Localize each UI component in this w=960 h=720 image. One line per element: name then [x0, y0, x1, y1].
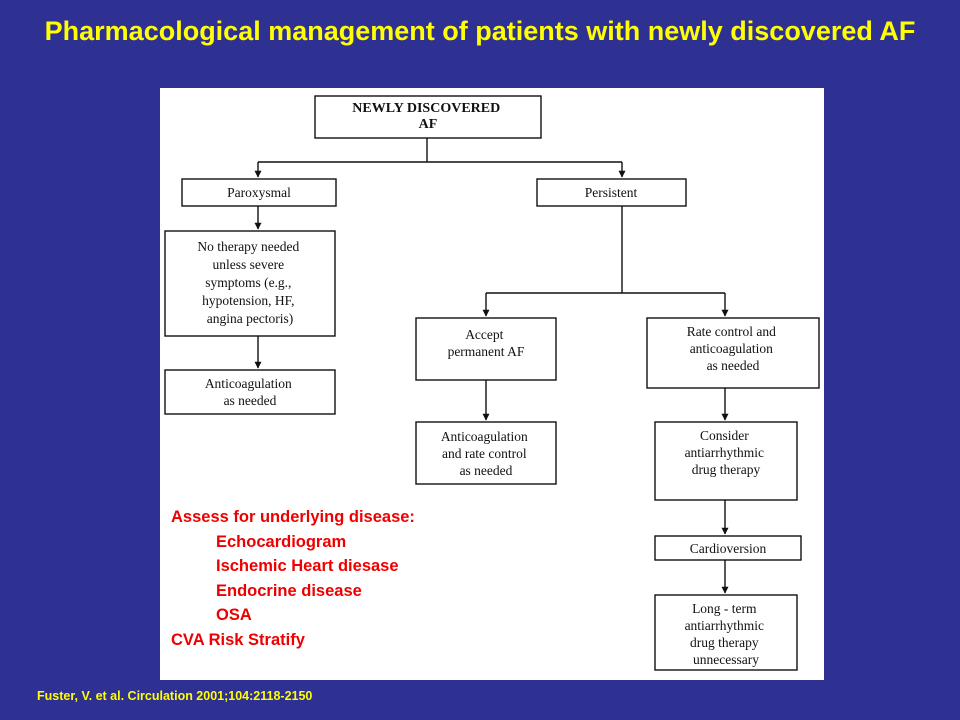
assess-underlying-disease-list: Assess for underlying disease: Echocardi…	[171, 505, 415, 652]
node-anticoag-rate-box	[415, 421, 557, 485]
node-paroxysmal-box	[181, 178, 337, 207]
node-no-therapy-box	[164, 230, 336, 337]
assess-heading: Assess for underlying disease:	[171, 508, 415, 526]
node-accept-permanent-box	[415, 317, 557, 381]
node-rate-control-label: Rate control and anticoagulation as need…	[687, 324, 780, 373]
node-cardioversion-box	[654, 535, 802, 561]
node-parox-anticoag-label: Anticoagulation as needed	[205, 376, 295, 408]
assess-item-echocardiogram: Echocardiogram	[216, 532, 347, 551]
flowchart-panel: NEWLY DISCOVERED AF Paroxysmal Persisten…	[160, 88, 824, 680]
connector-lines	[254, 138, 729, 594]
node-no-therapy-label: No therapy needed unless severe symptoms…	[197, 239, 302, 326]
node-newly-discovered-box	[314, 95, 542, 139]
node-anticoag-rate-label: Anticoagulation and rate control as need…	[441, 429, 531, 478]
node-newly-discovered-label: NEWLY DISCOVERED AF	[352, 101, 503, 132]
node-cardioversion-label: Cardioversion	[690, 541, 767, 556]
node-parox-anticoag-box	[164, 369, 336, 415]
node-paroxysmal-label: Paroxysmal	[227, 185, 291, 200]
node-long-term-label: Long - term antiarrhythmic drug therapy …	[685, 601, 768, 667]
node-long-term-box	[654, 594, 798, 671]
node-rate-control-box	[646, 317, 820, 389]
node-persistent-box	[536, 178, 687, 207]
node-persistent-label: Persistent	[585, 185, 638, 200]
node-accept-permanent-label: Accept permanent AF	[448, 327, 525, 359]
citation-reference: Fuster, V. et al. Circulation 2001;104:2…	[37, 689, 313, 703]
assess-item-ischemic-heart-disease: Ischemic Heart diesase	[216, 557, 399, 575]
flowchart-diagram: NEWLY DISCOVERED AF Paroxysmal Persisten…	[164, 95, 820, 671]
slide-title: Pharmacological management of patients w…	[44, 16, 916, 46]
node-consider-aad-box	[654, 421, 798, 501]
node-boxes	[164, 95, 820, 671]
node-consider-aad-label: Consider antiarrhythmic drug therapy	[685, 428, 768, 477]
assess-item-endocrine-disease: Endocrine disease	[216, 581, 362, 600]
cva-risk-stratify: CVA Risk Stratify	[171, 630, 305, 649]
assess-item-osa: OSA	[216, 606, 252, 624]
